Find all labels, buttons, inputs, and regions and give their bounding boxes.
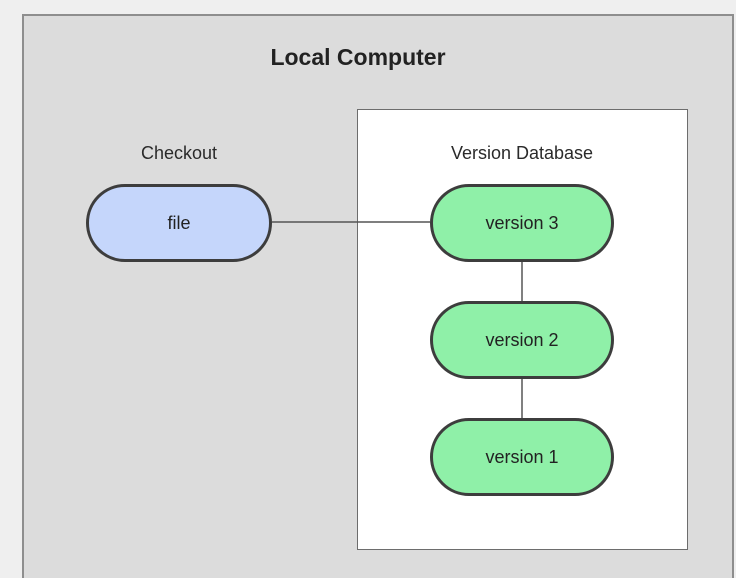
checkout-label: Checkout <box>140 143 218 163</box>
version-database-label: Version Database <box>450 143 594 163</box>
version-1-label: version 1 <box>485 446 559 467</box>
diagram-title: Local Computer <box>270 44 446 70</box>
version-2-label: version 2 <box>485 329 559 350</box>
file-node-label: file <box>167 212 191 233</box>
version-1-node: version 1 <box>430 418 614 496</box>
version-3-label: version 3 <box>485 212 559 233</box>
version-3-node: version 3 <box>430 184 614 262</box>
file-node: file <box>86 184 272 262</box>
version-2-node: version 2 <box>430 301 614 379</box>
